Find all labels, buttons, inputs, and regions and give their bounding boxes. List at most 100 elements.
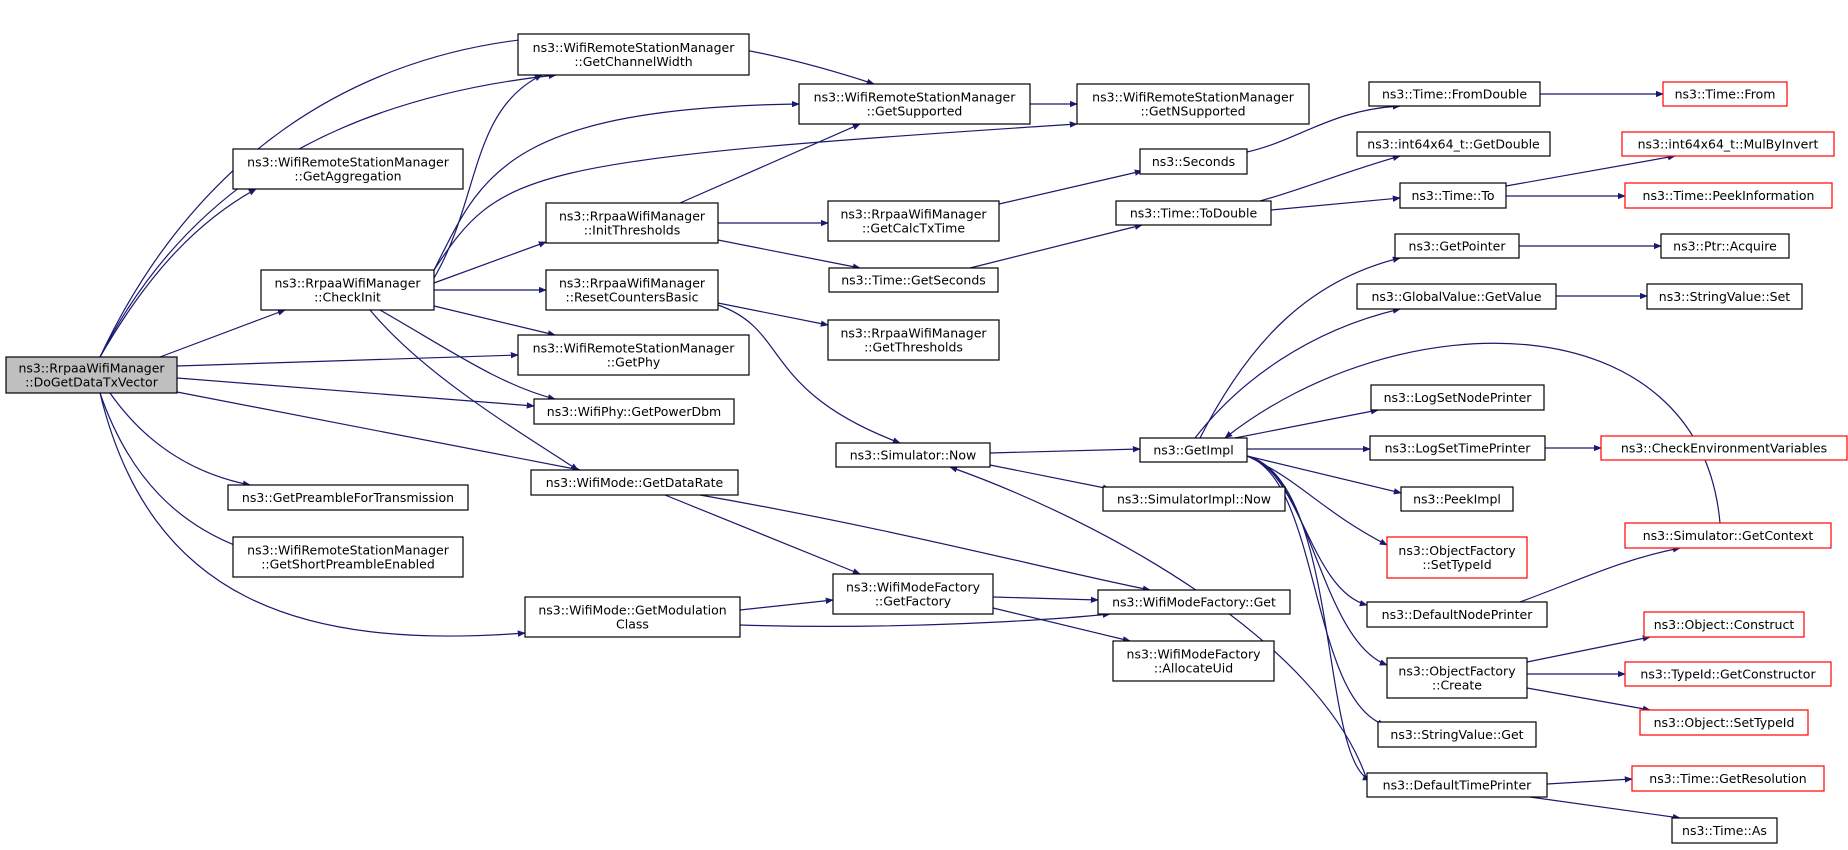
- call-edge-n0-n6: [99, 188, 257, 358]
- function-node-label: ns3::GlobalValue::GetValue: [1371, 289, 1541, 304]
- function-node-label: ns3::LogSetTimePrinter: [1385, 441, 1532, 456]
- function-node[interactable]: ns3::Ptr::Acquire: [1660, 233, 1790, 259]
- function-node-label: ::GetShortPreambleEnabled: [261, 557, 435, 572]
- function-node[interactable]: ns3::StringValue::Set: [1646, 283, 1803, 310]
- function-node-label: ns3::ObjectFactory: [1398, 543, 1516, 558]
- function-node-label: ns3::int64x64_t::MulByInvert: [1638, 137, 1819, 152]
- function-node-box: [1399, 182, 1507, 209]
- function-node[interactable]: ns3::LogSetTimePrinter: [1369, 435, 1546, 461]
- call-edge-n13-n14: [1270, 195, 1401, 211]
- function-node-label: ns3::SimulatorImpl::Now: [1117, 492, 1271, 507]
- function-node[interactable]: ns3::RrpaaWifiManager::DoGetDataTxVector: [5, 356, 178, 394]
- function-node[interactable]: ns3::WifiMode::GetDataRate: [530, 469, 739, 496]
- call-edge-n0-n33: [109, 392, 251, 487]
- function-node[interactable]: ns3::Time::From: [1662, 81, 1788, 107]
- function-node-label: ns3::Object::Construct: [1654, 617, 1795, 632]
- call-edge-n27-n25: [1234, 408, 1379, 439]
- edge-layer: [99, 34, 1721, 821]
- function-node[interactable]: ns3::RrpaaWifiManager::CheckInit: [260, 269, 435, 311]
- function-node[interactable]: ns3::int64x64_t::GetDouble: [1356, 131, 1551, 157]
- function-node[interactable]: ns3::WifiRemoteStationManager::GetPhy: [517, 334, 750, 376]
- function-node[interactable]: ns3::Seconds: [1139, 148, 1248, 175]
- function-node[interactable]: ns3::int64x64_t::MulByInvert: [1621, 131, 1835, 157]
- call-edge-n0-n2: [99, 34, 875, 358]
- call-edge-n7-n8: [433, 241, 547, 284]
- function-node-label: ::GetFactory: [875, 594, 952, 609]
- function-node[interactable]: ns3::WifiRemoteStationManager::GetAggreg…: [232, 148, 464, 190]
- function-node-label: ns3::RrpaaWifiManager: [274, 276, 421, 291]
- function-node[interactable]: ns3::RrpaaWifiManager::GetCalcTxTime: [827, 200, 1000, 242]
- function-node-label: ns3::StringValue::Get: [1390, 727, 1523, 742]
- call-edge-n0-n35: [99, 392, 243, 549]
- function-node-label: ns3::DefaultTimePrinter: [1383, 778, 1533, 793]
- function-node[interactable]: ns3::StringValue::Get: [1377, 721, 1537, 748]
- function-node-label: ::GetSupported: [867, 104, 963, 119]
- function-node-label: ns3::CheckEnvironmentVariables: [1621, 441, 1827, 456]
- function-node[interactable]: ns3::WifiModeFactory::Get: [1097, 589, 1291, 615]
- function-node[interactable]: ns3::WifiRemoteStationManager::GetShortP…: [232, 536, 464, 578]
- function-node[interactable]: ns3::GetPreambleForTransmission: [227, 484, 469, 511]
- function-node-label: ns3::Time::ToDouble: [1130, 206, 1258, 221]
- function-node[interactable]: ns3::Simulator::GetContext: [1624, 522, 1832, 549]
- function-node[interactable]: ns3::Time::FromDouble: [1368, 81, 1541, 107]
- function-node[interactable]: ns3::CheckEnvironmentVariables: [1600, 435, 1848, 461]
- function-node-label: ns3::RrpaaWifiManager: [18, 361, 165, 376]
- call-edge-n40-n34: [1519, 546, 1681, 603]
- function-node[interactable]: ns3::RrpaaWifiManager::InitThresholds: [545, 202, 719, 244]
- function-node[interactable]: ns3::SimulatorImpl::Now: [1102, 486, 1286, 512]
- function-node[interactable]: ns3::WifiRemoteStationManager::GetSuppor…: [798, 83, 1031, 125]
- function-node[interactable]: ns3::GlobalValue::GetValue: [1356, 283, 1557, 310]
- function-node-box: [524, 596, 741, 638]
- function-node[interactable]: ns3::PeekImpl: [1400, 486, 1514, 512]
- call-edge-n39-n37: [739, 597, 834, 611]
- function-node-label: ::GetChannelWidth: [574, 54, 692, 69]
- call-edge-n43-n41: [1526, 635, 1651, 663]
- function-node[interactable]: ns3::ObjectFactory::SetTypeId: [1386, 536, 1528, 579]
- function-node-label: ns3::WifiRemoteStationManager: [247, 155, 450, 170]
- function-node-label: ::ResetCountersBasic: [566, 290, 699, 305]
- call-edge-n30-n38: [699, 494, 1151, 592]
- function-node[interactable]: ns3::WifiRemoteStationManager::GetChanne…: [517, 33, 750, 76]
- function-node[interactable]: ns3::WifiPhy::GetPowerDbm: [533, 398, 735, 425]
- call-edge-n12-n9: [998, 169, 1143, 205]
- function-node[interactable]: ns3::Time::GetResolution: [1631, 765, 1825, 792]
- function-node[interactable]: ns3::Time::As: [1671, 817, 1778, 844]
- function-node-box: [1386, 536, 1528, 579]
- function-node[interactable]: ns3::Time::ToDouble: [1115, 200, 1272, 226]
- function-node-box: [827, 200, 1000, 242]
- function-node-label: ns3::RrpaaWifiManager: [840, 207, 987, 222]
- call-edge-n27-n40: [1246, 455, 1368, 607]
- function-node[interactable]: ns3::RrpaaWifiManager::GetThresholds: [827, 319, 1000, 361]
- function-node-label: ns3::WifiModeFactory::Get: [1112, 595, 1276, 610]
- function-node[interactable]: ns3::WifiRemoteStationManager::GetNSuppo…: [1076, 83, 1310, 125]
- function-node-label: ::InitThresholds: [584, 223, 681, 238]
- function-node[interactable]: ns3::Time::To: [1399, 182, 1507, 209]
- function-node-box: [832, 573, 994, 615]
- function-node[interactable]: ns3::DefaultTimePrinter: [1366, 772, 1548, 798]
- function-node[interactable]: ns3::WifiModeFactory::GetFactory: [832, 573, 994, 615]
- function-node-box: [1624, 522, 1832, 549]
- function-node-label: ns3::WifiRemoteStationManager: [1092, 90, 1295, 105]
- function-node[interactable]: ns3::Time::GetSeconds: [828, 267, 999, 293]
- function-node[interactable]: ns3::GetImpl: [1139, 437, 1248, 463]
- function-node-label: ns3::DefaultNodePrinter: [1382, 607, 1534, 622]
- function-node[interactable]: ns3::Object::Construct: [1643, 611, 1805, 638]
- call-edge-n7-n2: [433, 100, 800, 271]
- function-node[interactable]: ns3::WifiModeFactory::AllocateUid: [1112, 640, 1275, 682]
- function-node[interactable]: ns3::Simulator::Now: [835, 442, 991, 468]
- function-node[interactable]: ns3::GetPointer: [1394, 233, 1520, 259]
- call-edge-n7-n23: [433, 305, 556, 337]
- function-node-box: [530, 469, 739, 496]
- function-node-label: ::Create: [1432, 678, 1482, 693]
- function-node[interactable]: ns3::TypeId::GetConstructor: [1624, 661, 1832, 687]
- function-node[interactable]: ns3::LogSetNodePrinter: [1370, 384, 1545, 411]
- function-node[interactable]: ns3::DefaultNodePrinter: [1366, 601, 1548, 628]
- function-node[interactable]: ns3::Object::SetTypeId: [1639, 709, 1809, 736]
- function-node-box: [1631, 765, 1825, 792]
- function-node[interactable]: ns3::Time::PeekInformation: [1624, 182, 1833, 209]
- function-node[interactable]: ns3::ObjectFactory::Create: [1386, 657, 1528, 699]
- call-edge-n48-n49: [1529, 796, 1681, 821]
- function-node[interactable]: ns3::RrpaaWifiManager::ResetCountersBasi…: [545, 269, 719, 311]
- function-node-box: [1366, 601, 1548, 628]
